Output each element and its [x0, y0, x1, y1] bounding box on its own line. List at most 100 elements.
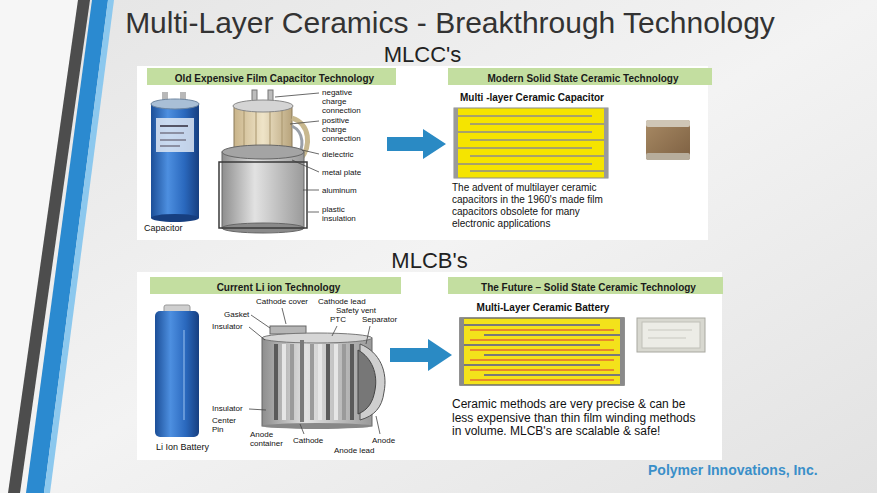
electrode: [470, 123, 604, 125]
can-rim: [222, 145, 304, 159]
description-text: Ceramic methods are very precise & can b…: [452, 398, 708, 439]
panel-ground: [137, 272, 722, 460]
section-heading: MLCC's: [137, 44, 708, 66]
photo-caption: Li Ion Battery: [156, 442, 226, 452]
electrode-layer: [310, 344, 314, 420]
part-label: negative charge connection: [322, 88, 372, 115]
block-arrow: [387, 129, 446, 159]
header-text: The Future – Solid State Ceramic Technol…: [454, 277, 723, 299]
electrode: [470, 139, 604, 141]
leader-line: [302, 150, 319, 154]
active-layer: [470, 339, 614, 341]
column-header: Current Li ion Technology: [150, 277, 401, 294]
leader-line: [300, 424, 304, 434]
part-label: positive charge connection: [322, 116, 372, 143]
capacitor-cutaway: [219, 90, 319, 233]
capacitor-bottom: [151, 214, 199, 222]
part-label: PTC: [330, 315, 358, 324]
leader-line: [292, 160, 319, 172]
part-label: Cathode lead: [318, 297, 378, 306]
battery-cutaway: [249, 308, 385, 434]
separator-layer: [318, 344, 322, 420]
electrode-layer: [342, 344, 346, 420]
separator-layer: [282, 344, 286, 420]
part-label: Anode container: [250, 430, 290, 448]
sticker-print: [160, 145, 180, 147]
section-heading: MLCB's: [137, 250, 722, 272]
active-layer: [470, 329, 614, 331]
active-layer: [470, 379, 614, 381]
company-name: Polymer Innovations, Inc.: [648, 462, 868, 479]
electrode: [458, 163, 592, 165]
header-text: Old Expensive Film Capacitor Technology: [153, 68, 396, 90]
mlcb-chip-photo: [637, 318, 705, 352]
mlcc-chip-photo: [646, 120, 690, 160]
electrode: [484, 334, 620, 336]
leader-line: [303, 190, 319, 191]
chip-body: [646, 120, 690, 160]
ceramic-body: [460, 318, 624, 385]
photo-caption: Capacitor: [144, 223, 204, 233]
electrode: [458, 115, 592, 117]
diagram-heading: Multi-Layer Ceramic Battery: [456, 302, 630, 314]
can-top: [262, 333, 372, 343]
electrode: [484, 374, 620, 376]
part-label: Separator: [362, 315, 407, 324]
electrode: [470, 155, 604, 157]
diagram-heading: Multi -layer Ceramic Capacitor: [450, 92, 614, 104]
electrode: [464, 324, 600, 326]
electrode-layer: [350, 344, 354, 420]
side-stripe: [26, 0, 108, 493]
active-layer: [470, 349, 614, 351]
part-label: Cathode: [293, 436, 331, 445]
capacitor-top: [151, 99, 199, 109]
part-label: Anode lead: [334, 446, 384, 455]
part-label: plastic insulation: [322, 205, 372, 223]
electrode: [458, 131, 592, 133]
body-print: [184, 330, 185, 420]
part-label: Insulator: [212, 322, 252, 331]
leader-line: [251, 315, 270, 328]
electrode: [470, 170, 604, 172]
electrode: [464, 344, 600, 346]
part-label: Cathode cover: [256, 297, 316, 306]
plastic-sleeve: [219, 162, 307, 228]
chip-face: [642, 322, 700, 348]
leader-line: [290, 121, 319, 124]
leader-line: [308, 212, 319, 213]
part-label: aluminum: [322, 186, 382, 195]
electrode-layer: [290, 344, 294, 420]
active-layer: [470, 369, 614, 371]
leader-line: [376, 416, 380, 434]
mlcc-figure: [454, 108, 608, 178]
leader-line: [282, 308, 286, 324]
leader-line: [366, 326, 370, 344]
separator-layer: [334, 344, 338, 420]
slide-title: Multi-Layer Ceramics - Breakthrough Tech…: [100, 6, 800, 40]
part-label: dielectric: [322, 150, 382, 159]
li-ion-photo: [155, 305, 199, 437]
electrode-layer: [274, 344, 278, 420]
sticker-print: [160, 125, 188, 127]
electrode: [458, 147, 592, 149]
capacitor-photo: [151, 92, 199, 222]
column-header: Modern Solid State Ceramic Technology: [448, 68, 712, 85]
part-label: Insulator: [212, 404, 252, 413]
side-stripe: [44, 0, 114, 493]
part-label: Anode: [372, 436, 406, 445]
part-label: Gasket: [224, 310, 260, 319]
aluminum-can: [222, 152, 304, 228]
can-bottom: [262, 423, 372, 429]
capacitor-sticker: [156, 118, 194, 152]
center-pin: [300, 340, 304, 422]
end-terminal: [460, 318, 464, 385]
end-terminal: [454, 108, 458, 178]
battery-body: [155, 311, 199, 437]
part-label: metal plate: [322, 168, 382, 177]
leader-line: [332, 326, 337, 336]
column-header: The Future – Solid State Ceramic Technol…: [448, 277, 723, 294]
chip-end: [646, 153, 690, 160]
block-arrow: [390, 339, 452, 371]
